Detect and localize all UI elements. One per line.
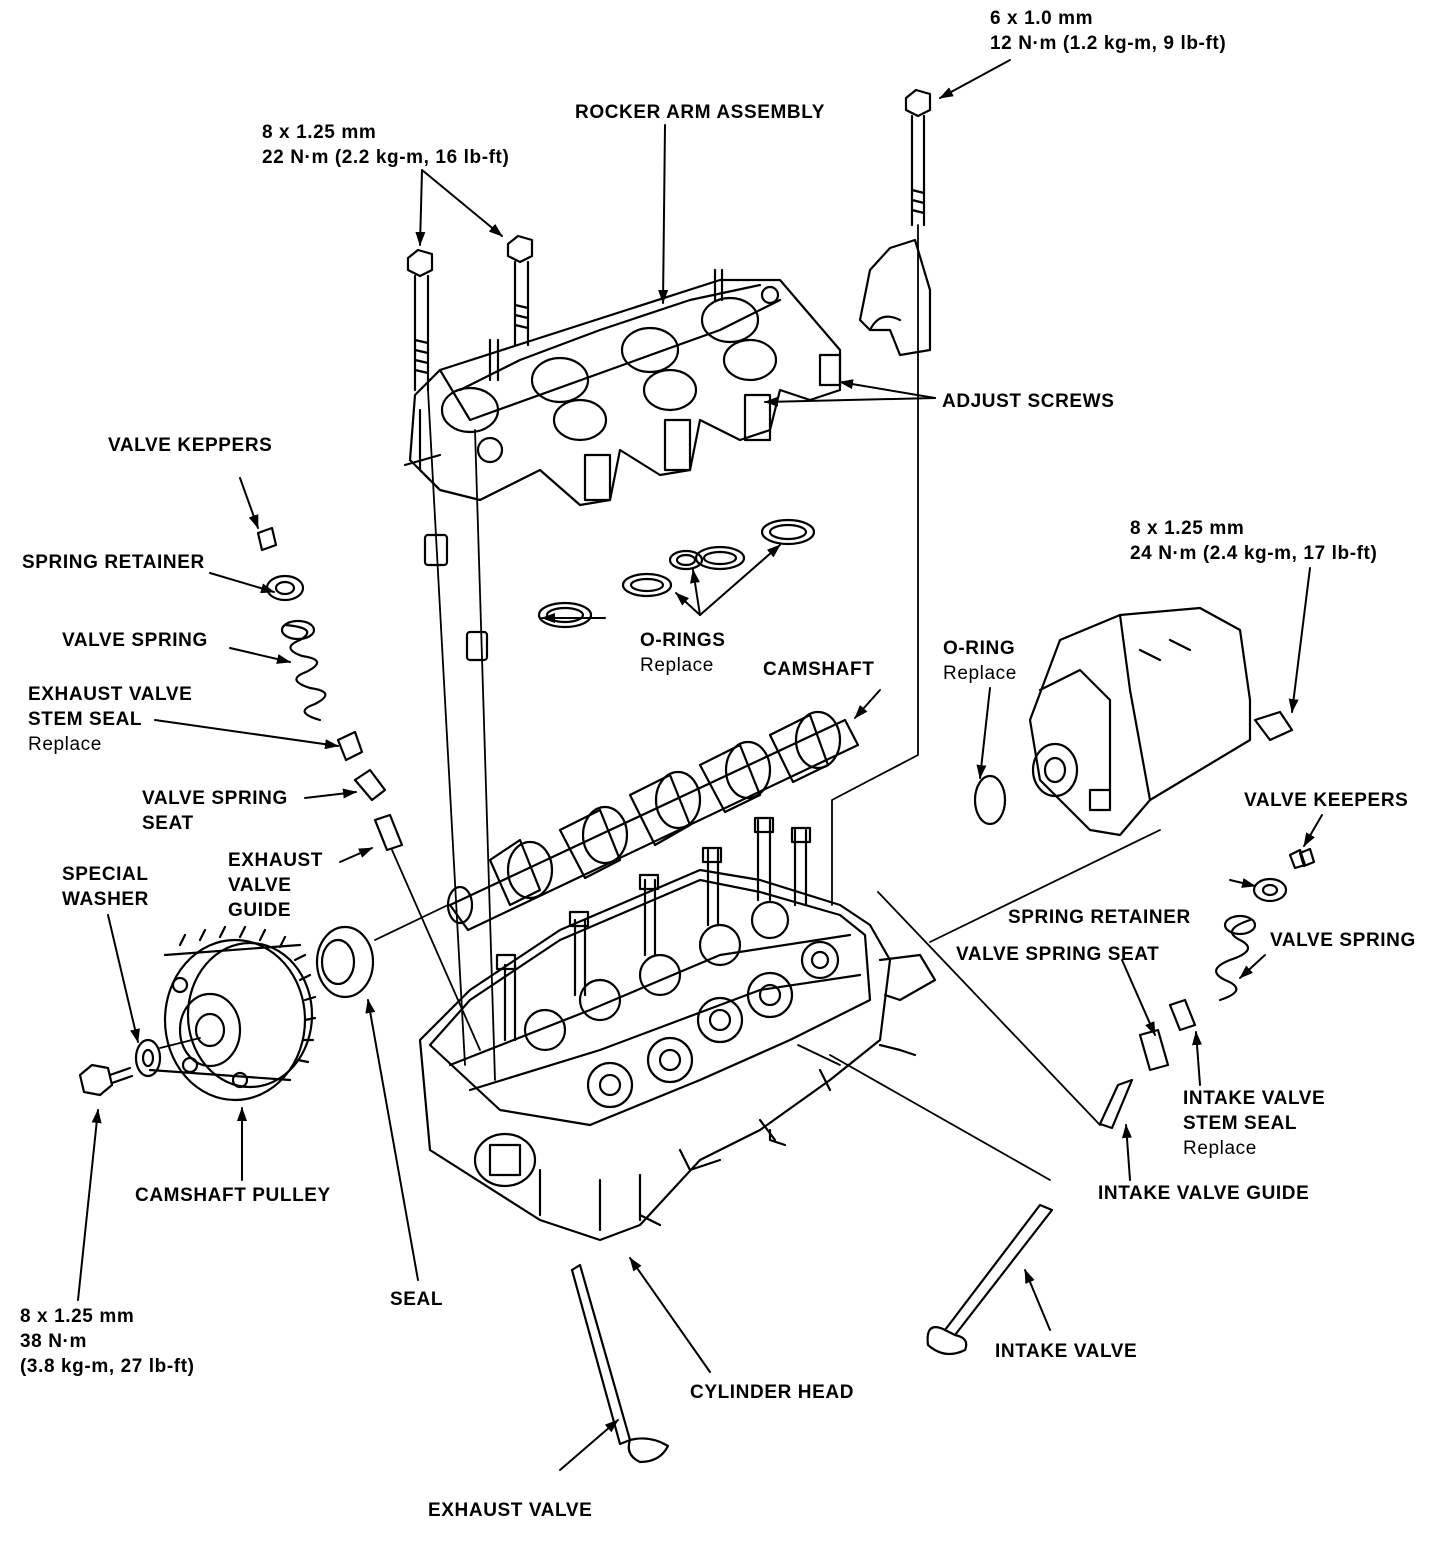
intake-valve-stem-seal-label: INTAKE VALVE STEM SEAL Replace bbox=[1183, 1086, 1325, 1161]
spring-retainer-left-label: SPRING RETAINER bbox=[22, 552, 205, 573]
o-rings-part bbox=[537, 518, 816, 629]
exhaust-valve-part bbox=[570, 1263, 670, 1464]
cap-bolt bbox=[858, 88, 932, 357]
valve-spring-seat-right-label: VALVE SPRING SEAT bbox=[956, 944, 1160, 965]
rocker-arm-assembly-part bbox=[403, 268, 842, 507]
valve-spring-left-label: VALVE SPRING bbox=[62, 630, 208, 651]
valve-spring-seat-left-line1: VALVE SPRING bbox=[142, 788, 288, 809]
o-ring-note: Replace bbox=[943, 663, 1017, 684]
distributor-housing-part bbox=[973, 606, 1294, 837]
adjust-screws-label: ADJUST SCREWS bbox=[942, 391, 1115, 412]
intake-valve-guide-label: INTAKE VALVE GUIDE bbox=[1098, 1183, 1310, 1204]
exhaust-valve-guide-line1: EXHAUST bbox=[228, 850, 323, 871]
valve-spring-right-label: VALVE SPRING bbox=[1270, 930, 1416, 951]
distributor-bolt-size: 8 x 1.25 mm bbox=[1130, 518, 1245, 539]
intake-valve-stem-seal-note: Replace bbox=[1183, 1138, 1257, 1159]
leader-arrows bbox=[77, 59, 1323, 1471]
rocker-bolt-size: 8 x 1.25 mm bbox=[262, 122, 377, 143]
o-rings-title: O-RINGS bbox=[640, 630, 726, 651]
exhaust-valve-stem-seal-line2: STEM SEAL bbox=[28, 709, 143, 730]
distributor-bolt-torque: 24 N·m (2.4 kg-m, 17 lb-ft) bbox=[1130, 543, 1378, 564]
camshaft-pulley-part bbox=[148, 925, 317, 1102]
exhaust-valve-stem-seal-label: EXHAUST VALVE STEM SEAL Replace bbox=[28, 682, 192, 757]
valve-keepers-left-label: VALVE KEPPERS bbox=[108, 435, 273, 456]
exhaust-valve-guide-line3: GUIDE bbox=[228, 900, 292, 921]
rocker-bolts bbox=[406, 234, 534, 392]
exhaust-valve-stem-seal-line1: EXHAUST VALVE bbox=[28, 684, 193, 705]
special-washer-label: SPECIAL WASHER bbox=[62, 862, 149, 912]
rocker-arm-assembly-label: ROCKER ARM ASSEMBLY bbox=[575, 102, 825, 123]
camshaft-label: CAMSHAFT bbox=[763, 659, 875, 680]
camshaft-pulley-label: CAMSHAFT PULLEY bbox=[135, 1185, 331, 1206]
exhaust-valve-train bbox=[256, 526, 404, 852]
rocker-bolt-spec-label: 8 x 1.25 mm 22 N·m (2.2 kg-m, 16 lb-ft) bbox=[262, 120, 509, 170]
cylinder-head-part bbox=[418, 816, 937, 1242]
valve-spring-seat-left-line2: SEAT bbox=[142, 813, 194, 834]
valve-keepers-right-label: VALVE KEEPERS bbox=[1244, 790, 1409, 811]
alignment-lines bbox=[159, 224, 1161, 1181]
seal-part bbox=[315, 925, 375, 999]
rocker-bolt-torque: 22 N·m (2.2 kg-m, 16 lb-ft) bbox=[262, 147, 510, 168]
seal-label: SEAL bbox=[390, 1289, 444, 1310]
exhaust-valve-guide-label: EXHAUST VALVE GUIDE bbox=[228, 848, 323, 923]
o-rings-label: O-RINGS Replace bbox=[640, 628, 725, 678]
cylinder-head-label: CYLINDER HEAD bbox=[690, 1382, 855, 1403]
intake-valve-label: INTAKE VALVE bbox=[995, 1341, 1138, 1362]
pulley-bolt-part bbox=[78, 1038, 162, 1097]
distributor-bolt-spec-label: 8 x 1.25 mm 24 N·m (2.4 kg-m, 17 lb-ft) bbox=[1130, 516, 1377, 566]
camshaft-part bbox=[446, 710, 860, 932]
top-bolt-spec-label: 6 x 1.0 mm 12 N·m (1.2 kg-m, 9 lb-ft) bbox=[990, 6, 1226, 56]
pulley-bolt-spec-label: 8 x 1.25 mm 38 N·m (3.8 kg-m, 27 lb-ft) bbox=[20, 1304, 195, 1379]
o-ring-label: O-RING Replace bbox=[943, 636, 1017, 686]
pulley-bolt-size: 8 x 1.25 mm bbox=[20, 1306, 135, 1327]
exhaust-valve-label: EXHAUST VALVE bbox=[428, 1500, 593, 1521]
intake-valve-stem-seal-line2: STEM SEAL bbox=[1183, 1113, 1298, 1134]
exhaust-valve-stem-seal-note: Replace bbox=[28, 734, 102, 755]
special-washer-line1: SPECIAL bbox=[62, 864, 149, 885]
intake-valve-stem-seal-line1: INTAKE VALVE bbox=[1183, 1088, 1326, 1109]
exhaust-valve-guide-line2: VALVE bbox=[228, 875, 292, 896]
pulley-bolt-torque: 38 N·m bbox=[20, 1331, 87, 1352]
special-washer-line2: WASHER bbox=[62, 889, 149, 910]
valve-spring-seat-left-label: VALVE SPRING SEAT bbox=[142, 786, 288, 836]
o-rings-note: Replace bbox=[640, 655, 714, 676]
o-ring-title: O-RING bbox=[943, 638, 1016, 659]
top-bolt-size: 6 x 1.0 mm bbox=[990, 8, 1094, 29]
spring-retainer-right-label: SPRING RETAINER bbox=[1008, 907, 1191, 928]
intake-valve-part bbox=[926, 1203, 1054, 1356]
pulley-bolt-torque-alt: (3.8 kg-m, 27 lb-ft) bbox=[20, 1356, 195, 1377]
top-bolt-torque: 12 N·m (1.2 kg-m, 9 lb-ft) bbox=[990, 33, 1227, 54]
dowel-pins bbox=[423, 533, 489, 662]
